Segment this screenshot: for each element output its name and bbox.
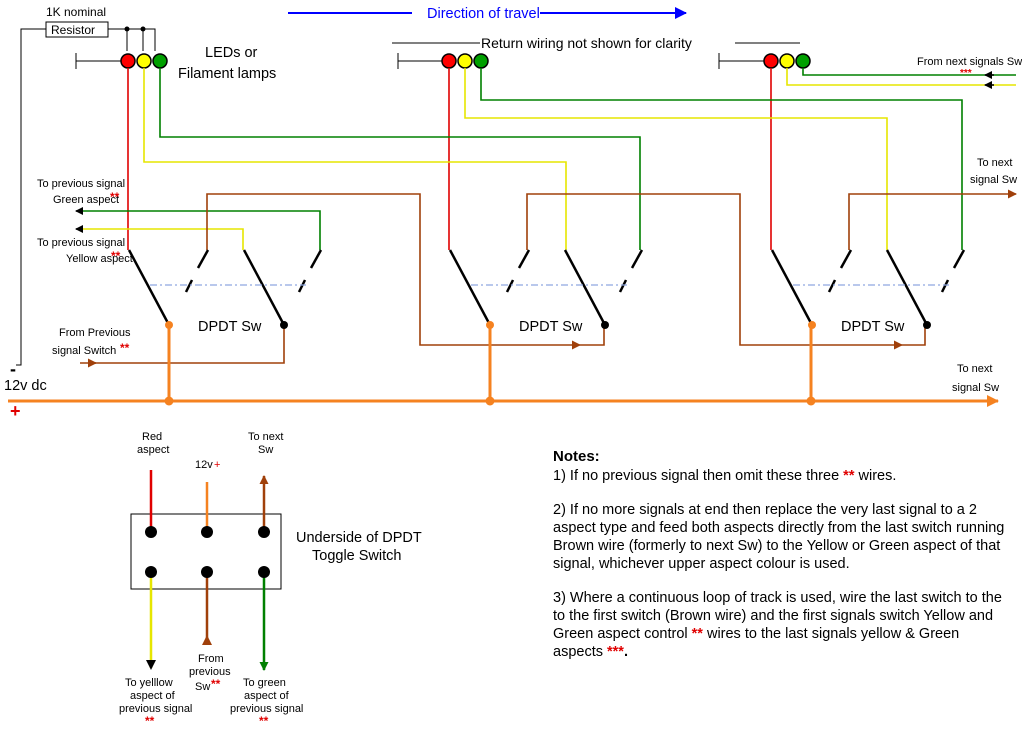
svg-text:**: ** [145,714,155,728]
dpdt-switch-1: DPDT Sw [127,249,323,335]
svg-text:From Previous: From Previous [59,327,131,339]
green-wires [80,68,1016,250]
signal-head-3 [718,53,811,69]
svg-text:signal Switch: signal Switch [52,345,116,357]
svg-text:signal Sw: signal Sw [970,174,1017,186]
dpdt-switch-3: DPDT Sw [770,249,966,335]
dpdt-switch-2: DPDT Sw [448,249,644,335]
svg-text:previous signal: previous signal [230,703,303,715]
dpdt-switches: DPDT Sw DPDT Sw DPDT Sw [127,249,966,335]
yellow-aspect [136,53,152,69]
svg-text:Green aspect: Green aspect [53,194,119,206]
red-aspect [763,53,779,69]
svg-text:Sw: Sw [195,681,210,693]
supply-minus: - [10,359,16,379]
signal-head-1 [75,53,168,69]
toggle-title-1: Underside of DPDT [296,530,422,546]
notes-panel: Notes: 1) If no previous signal then omi… [553,448,1013,677]
red-aspect [120,53,136,69]
svg-text:**: ** [259,714,269,728]
toggle-switch-underside [130,470,282,671]
toggle-title-2: Toggle Switch [312,548,401,564]
return-wiring-label: Return wiring not shown for clarity [481,35,692,51]
dpdt-label: DPDT Sw [519,319,583,335]
svg-text:To green: To green [243,677,286,689]
svg-text:Red: Red [142,431,162,443]
note-3: 3) Where a continuous loop of track is u… [553,590,1002,660]
svg-text:**: ** [110,190,120,204]
svg-text:aspect of: aspect of [130,690,176,702]
green-aspect [795,53,811,69]
svg-text:Yellow aspect: Yellow aspect [66,253,133,265]
svg-text:From: From [198,653,224,665]
brown-wires [80,189,1017,364]
svg-text:To yelllow: To yelllow [125,677,173,689]
yellow-aspect [457,53,473,69]
green-aspect [473,53,489,69]
dpdt-label: DPDT Sw [841,319,905,335]
left-labels: To previous signal Green aspect ** To pr… [37,178,133,357]
svg-text:previous signal: previous signal [119,703,192,715]
red-wires [127,68,772,250]
right-labels: From next signals Sw *** To next signal … [917,56,1022,394]
supply-label: 12v dc [4,378,47,394]
svg-text:From next signals Sw: From next signals Sw [917,56,1022,68]
svg-text:previous: previous [189,666,231,678]
signal-head-2 [397,53,489,69]
toggle-labels: Red aspect 12v + To next Sw To yelllow a… [119,431,303,728]
note-1: 1) If no previous signal then omit these… [553,468,897,484]
svg-text:Sw: Sw [258,444,273,456]
svg-text:**: ** [211,677,221,691]
wire-arrowheads [75,71,994,233]
svg-text:***: *** [960,68,972,79]
note-2: 2) If no more signals at end then replac… [553,502,1005,572]
resistor-label: Resistor [51,23,95,37]
svg-text:To previous signal: To previous signal [37,237,125,249]
svg-text:To next: To next [977,157,1012,169]
supply-junctions [164,396,816,406]
direction-of-travel: Direction of travel [288,6,687,22]
svg-text:**: ** [120,341,130,355]
return-wiring-note: Return wiring not shown for clarity [392,35,800,51]
svg-text:12v: 12v [195,459,213,471]
dpdt-label: DPDT Sw [198,319,262,335]
svg-text:signal Sw: signal Sw [952,382,999,394]
svg-text:aspect of: aspect of [244,690,290,702]
svg-text:+: + [214,459,220,471]
svg-text:aspect: aspect [137,444,169,456]
svg-text:To next: To next [957,363,992,375]
svg-text:To next: To next [248,431,283,443]
green-aspect [152,53,168,69]
notes-title: Notes: [553,448,600,465]
resistor-circuit: 1K nominal Resistor [16,5,156,366]
svg-text:To previous signal: To previous signal [37,178,125,190]
resistor-nominal-label: 1K nominal [46,5,106,19]
svg-text:**: ** [111,249,121,263]
filament-label: Filament lamps [178,66,276,82]
red-aspect [441,53,457,69]
leds-label: LEDs or [205,45,258,61]
direction-label: Direction of travel [427,6,540,22]
yellow-wires [80,68,1016,250]
supply-plus: + [10,401,21,421]
yellow-aspect [779,53,795,69]
